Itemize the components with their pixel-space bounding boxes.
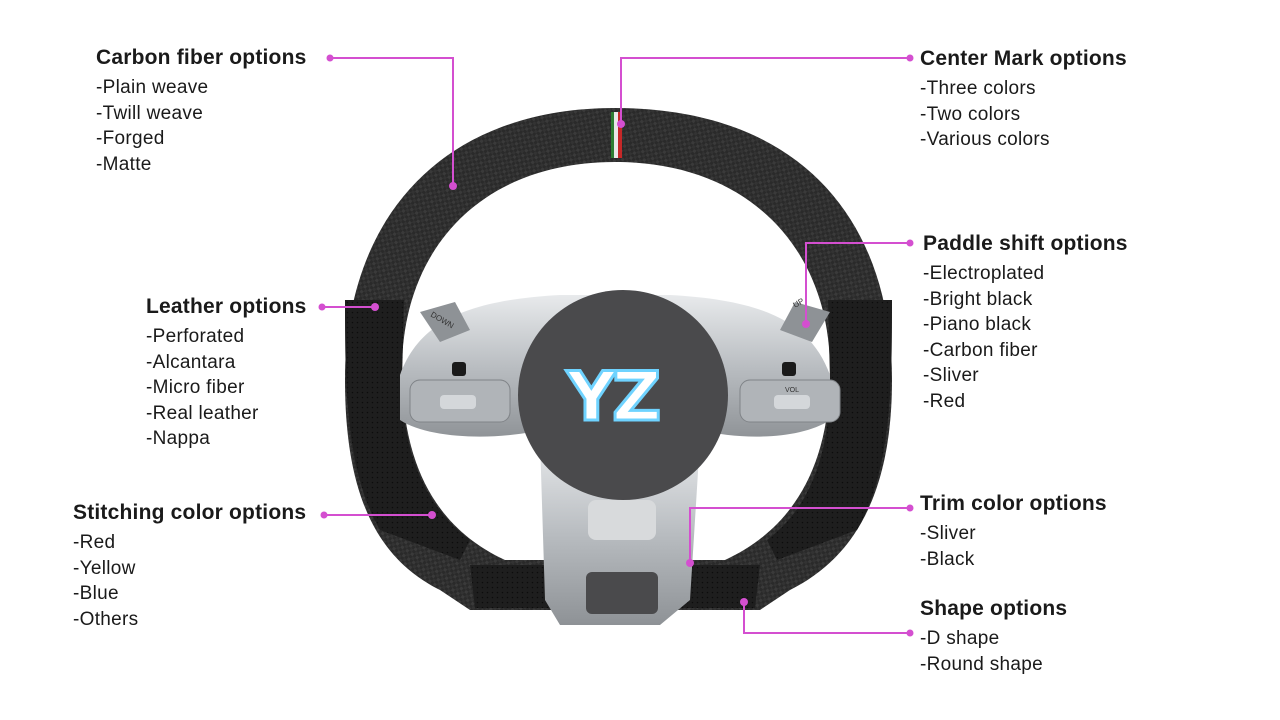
- right-control-cluster: [739, 362, 841, 423]
- carbon-option-item: -Twill weave: [96, 102, 204, 124]
- paddle-shift-option-item: -Piano black: [923, 314, 1032, 336]
- carbon-option-item: -Forged: [96, 128, 165, 150]
- leather-option-item: -Micro fiber: [146, 377, 245, 399]
- callout-lines: [318, 54, 914, 637]
- paddle-shift-option-item: -Sliver: [923, 365, 979, 387]
- carbon-option-item: -Plain weave: [96, 77, 209, 98]
- leather-option-item: -Nappa: [146, 428, 211, 450]
- stitching-option-item: -Red: [73, 532, 116, 553]
- trim-color-option-item: -Sliver: [920, 523, 976, 544]
- carbon-options: Carbon fiber options -Plain weave -Twill…: [96, 45, 307, 177]
- center-mark-option-item: -Two colors: [920, 103, 1021, 125]
- trim-color-options: Trim color options -Sliver -Black: [920, 491, 1107, 572]
- shape-options-title: Shape options: [920, 597, 1068, 620]
- hub: [518, 290, 728, 500]
- left-control-cluster: [409, 362, 511, 423]
- shape-options: Shape options -D shape -Round shape: [920, 596, 1067, 677]
- center-mark-option-item: -Various colors: [920, 129, 1050, 151]
- center-mark-options-title: Center Mark options: [920, 47, 1127, 70]
- stitching-options: Stitching color options -Red -Yellow -Bl…: [73, 500, 306, 632]
- shape-option-item: -D shape: [920, 628, 1000, 649]
- stitching-option-item: -Others: [73, 608, 139, 630]
- paddle-shift-option-item: -Bright black: [923, 288, 1033, 310]
- stitching-option-item: -Yellow: [73, 557, 136, 579]
- stitching-options-title: Stitching color options: [73, 501, 307, 524]
- leather-options: Leather options -Perforated -Alcantara -…: [146, 294, 307, 452]
- paddle-shift-options: Paddle shift options -Electroplated -Bri…: [923, 231, 1128, 415]
- carbon-option-item: -Matte: [96, 153, 152, 175]
- logo-text: YZ: [566, 358, 659, 437]
- trim-color-option-item: -Black: [920, 548, 975, 570]
- leather-option-item: -Real leather: [146, 402, 259, 424]
- paddle-shift-option-item: -Carbon fiber: [923, 339, 1038, 361]
- shape-option-item: -Round shape: [920, 653, 1043, 675]
- stitching-option-item: -Blue: [73, 583, 119, 605]
- paddle-shift-option-item: -Electroplated: [923, 263, 1045, 284]
- trim-color-options-title: Trim color options: [920, 492, 1107, 515]
- vol-label: VOL: [785, 387, 799, 394]
- paddle-shift-options-title: Paddle shift options: [923, 232, 1128, 255]
- leather-option-item: -Alcantara: [146, 351, 236, 373]
- center-mark-options: Center Mark options -Three colors -Two c…: [920, 46, 1127, 153]
- leather-option-item: -Perforated: [146, 326, 245, 347]
- leather-options-title: Leather options: [146, 295, 307, 318]
- center-mark-option-item: -Three colors: [920, 78, 1036, 99]
- left-paddle: [420, 302, 470, 342]
- carbon-options-title: Carbon fiber options: [96, 46, 307, 69]
- paddle-shift-option-item: -Red: [923, 390, 966, 412]
